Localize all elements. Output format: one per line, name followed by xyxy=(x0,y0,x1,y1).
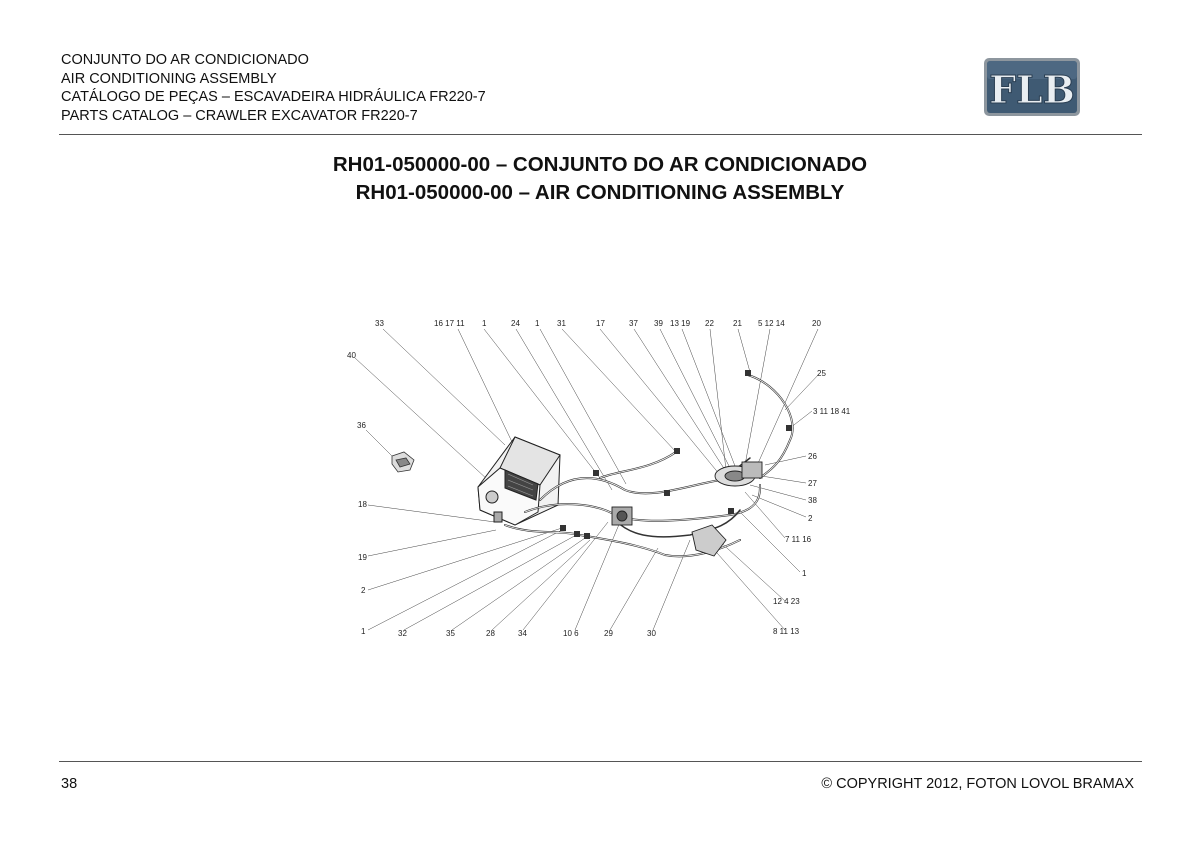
callout-1: 1 xyxy=(802,569,807,578)
header-catalog-en: PARTS CATALOG – CRAWLER EXCAVATOR FR220-… xyxy=(61,107,418,124)
callout-17: 17 xyxy=(596,319,605,328)
callout-1: 1 xyxy=(535,319,540,328)
callout-12-4-23: 12 4 23 xyxy=(773,597,800,606)
callout-2: 2 xyxy=(808,514,813,523)
callout-39: 39 xyxy=(654,319,663,328)
callout-24: 24 xyxy=(511,319,520,328)
header-divider xyxy=(59,134,1142,135)
callout-7-11-16: 7 11 16 xyxy=(785,535,812,544)
callout-34: 34 xyxy=(518,629,527,638)
callout-27: 27 xyxy=(808,479,817,488)
header-title-en: AIR CONDITIONING ASSEMBLY xyxy=(61,70,277,87)
callout-38: 38 xyxy=(808,496,817,505)
copyright-notice: © COPYRIGHT 2012, FOTON LOVOL BRAMAX xyxy=(821,776,1134,792)
callout-10-6: 10 6 xyxy=(563,629,579,638)
callout-28: 28 xyxy=(486,629,495,638)
hose-lines xyxy=(504,374,794,558)
callout-5-12-14: 5 12 14 xyxy=(758,319,785,328)
header-block: CONJUNTO DO AR CONDICIONADO AIR CONDITIO… xyxy=(61,51,486,125)
page-number: 38 xyxy=(61,776,78,792)
page-title-pt: RH01-050000-00 – CONJUNTO DO AR CONDICIO… xyxy=(332,153,868,176)
callout-35: 35 xyxy=(446,629,455,638)
exploded-parts-diagram: 33 16 17 11 1 24 1 31 17 37 39 13 19 22 … xyxy=(347,319,851,638)
callout-29: 29 xyxy=(604,629,613,638)
receiver-drier-part xyxy=(611,506,633,526)
callout-33: 33 xyxy=(375,319,384,328)
bracket-part-36 xyxy=(391,451,415,473)
callout-20: 20 xyxy=(812,319,821,328)
callout-1: 1 xyxy=(361,627,366,636)
callout-19: 19 xyxy=(358,553,367,562)
bracket-part-30 xyxy=(691,524,727,557)
page-title-en: RH01-050000-00 – AIR CONDITIONING ASSEMB… xyxy=(355,181,845,204)
callout-40: 40 xyxy=(347,351,356,360)
compressor-part xyxy=(714,461,763,487)
callout-25: 25 xyxy=(817,369,826,378)
callout-3-11-18-41: 3 11 18 41 xyxy=(813,407,851,416)
header-title-pt: CONJUNTO DO AR CONDICIONADO xyxy=(61,52,309,68)
callout-22: 22 xyxy=(705,319,714,328)
header-catalog-pt: CATÁLOGO DE PEÇAS – ESCAVADEIRA HIDRÁULI… xyxy=(61,89,486,105)
callout-2: 2 xyxy=(361,586,366,595)
hose-clamps xyxy=(560,370,792,539)
svg-text:FLB: FLB xyxy=(989,67,1075,112)
callout-31: 31 xyxy=(557,319,566,328)
callout-32: 32 xyxy=(398,629,407,638)
callout-18: 18 xyxy=(358,500,367,509)
callout-16-17-11: 16 17 11 xyxy=(434,319,465,328)
callout-1: 1 xyxy=(482,319,487,328)
flb-logo: FLB xyxy=(984,58,1080,116)
callout-30: 30 xyxy=(647,629,656,638)
callout-36: 36 xyxy=(357,421,366,430)
callout-8-11-13: 8 11 13 xyxy=(773,627,800,636)
callout-26: 26 xyxy=(808,452,817,461)
callout-13-19: 13 19 xyxy=(670,319,691,328)
footer-divider xyxy=(59,761,1142,762)
ac-unit xyxy=(477,436,561,526)
callout-21: 21 xyxy=(733,319,742,328)
callout-37: 37 xyxy=(629,319,638,328)
callout-labels: 33 16 17 11 1 24 1 31 17 37 39 13 19 22 … xyxy=(347,319,851,638)
